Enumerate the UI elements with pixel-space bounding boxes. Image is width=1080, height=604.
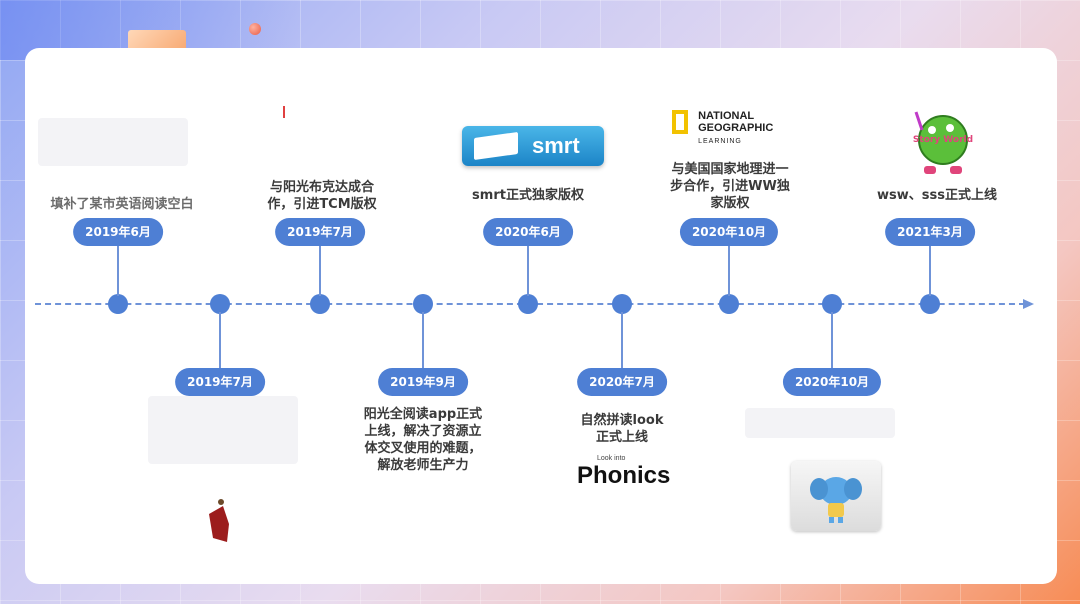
timeline-stem: [831, 312, 833, 368]
date-badge: 2019年9月: [378, 368, 468, 396]
decoration-ball: [249, 23, 261, 35]
date-badge: 2020年10月: [782, 368, 882, 396]
date-badge: 2019年6月: [73, 218, 163, 246]
event-description: 与美国国家地理进一 步合作，引进WW独 家版权: [670, 162, 790, 211]
natgeo-line3: LEARNING: [698, 138, 742, 145]
timeline-dot: [719, 294, 739, 314]
phonics-logo: Look into Phonics: [577, 455, 670, 490]
book-fragment-icon: [209, 499, 229, 542]
timeline-stem: [929, 246, 931, 296]
timeline-stem: [219, 312, 221, 368]
timeline-stem: [319, 246, 321, 296]
event-description: 自然拼读look 正式上线: [580, 413, 664, 445]
natgeo-line2: GEOGRAPHIC: [698, 122, 774, 134]
timeline-stem: [527, 246, 529, 296]
timeline-stem: [422, 312, 424, 368]
event-description: wsw、sss正式上线: [877, 188, 997, 203]
national-geographic-logo: NATIONAL GEOGRAPHIC LEARNING: [672, 110, 773, 148]
story-world-logo: Story World: [910, 108, 976, 182]
logo-fragment: [283, 106, 285, 118]
blurred-image: [148, 396, 298, 464]
timeline-stem: [728, 246, 730, 296]
arrow-icon: [1023, 299, 1034, 309]
phonics-text: Phonics: [577, 462, 671, 489]
timeline-stem: [117, 246, 119, 296]
event-description: smrt正式独家版权: [472, 188, 584, 203]
smrt-logo-text: smrt: [532, 133, 580, 158]
phonics-small-text: Look into: [597, 455, 626, 462]
book-image: [205, 494, 235, 548]
timeline-dot: [108, 294, 128, 314]
timeline-dot: [413, 294, 433, 314]
natgeo-frame-icon: [672, 110, 688, 134]
event-description: 填补了某市英语阅读空白: [50, 197, 194, 212]
elephant-image: [791, 461, 881, 531]
date-badge: 2020年6月: [483, 218, 573, 246]
story-world-icon: Story World: [913, 111, 973, 174]
blurred-image: [38, 118, 188, 166]
date-badge: 2020年10月: [679, 218, 779, 246]
date-badge: 2019年7月: [175, 368, 265, 396]
timeline-dot: [612, 294, 632, 314]
event-description: 阳光全阅读app正式 上线，解决了资源立 体交叉使用的难题， 解放老师生产力: [363, 407, 483, 473]
event-description: 与阳光布克达成合 作，引进TCM版权: [267, 180, 377, 212]
blurred-image: [745, 408, 895, 438]
timeline-dot: [310, 294, 330, 314]
timeline-dot: [920, 294, 940, 314]
smrt-logo: smrt: [462, 126, 604, 166]
timeline-dot: [210, 294, 230, 314]
book-icon: [474, 131, 518, 161]
timeline-dot: [518, 294, 538, 314]
natgeo-line1: NATIONAL: [698, 110, 755, 122]
date-badge: 2020年7月: [577, 368, 667, 396]
timeline-stem: [621, 312, 623, 368]
story-world-text: Story World: [913, 135, 973, 145]
date-badge: 2019年7月: [275, 218, 365, 246]
timeline-dot: [822, 294, 842, 314]
date-badge: 2021年3月: [885, 218, 975, 246]
elephant-icon: [810, 477, 862, 523]
